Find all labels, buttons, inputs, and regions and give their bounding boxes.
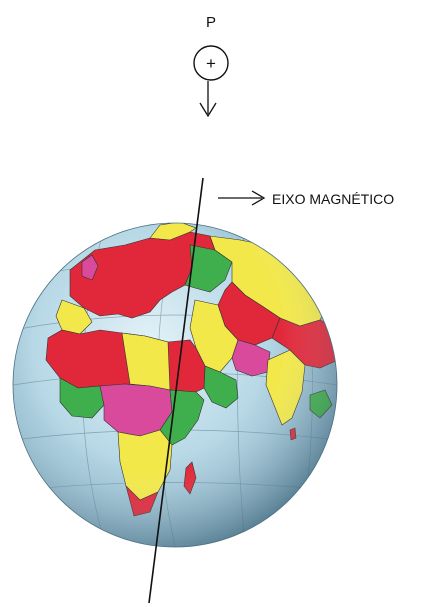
arrow-down-icon bbox=[199, 81, 217, 118]
globe-outline bbox=[12, 222, 338, 548]
arrow-right-icon bbox=[218, 190, 266, 206]
charge-symbol: + bbox=[206, 54, 216, 73]
globe-icon bbox=[12, 222, 338, 548]
magnetic-axis-line bbox=[148, 177, 204, 604]
particle-label: P bbox=[206, 14, 216, 31]
magnetic-axis-label: EIXO MAGNÉTICO bbox=[272, 191, 394, 207]
circle-plus-icon: + bbox=[193, 45, 229, 81]
globe-shading bbox=[13, 223, 337, 547]
